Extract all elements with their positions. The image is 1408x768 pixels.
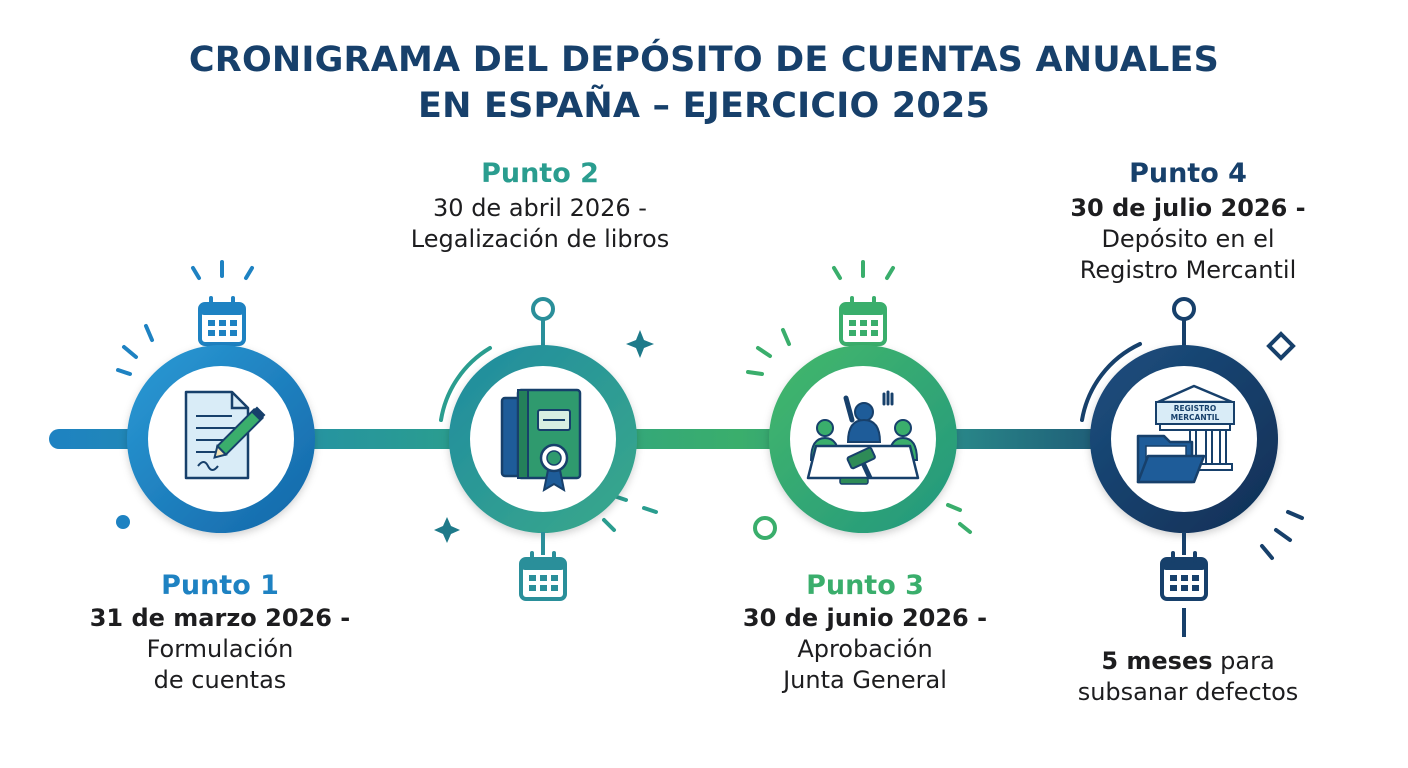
dot-decoration	[116, 515, 130, 529]
step-3-desc-line-1: Aprobación	[797, 635, 933, 663]
ring-decoration	[531, 297, 555, 321]
note-bold: 5 meses	[1101, 647, 1213, 675]
step-3-label-group: Punto 3 30 de junio 2026 - Aprobación Ju…	[695, 570, 1035, 696]
step-4-label-group: Punto 4 30 de julio 2026 - Depósito en e…	[1018, 158, 1358, 286]
step-1-desc-line-1: Formulación	[146, 635, 294, 663]
document-pen-icon	[184, 390, 266, 480]
star-decoration	[626, 330, 654, 358]
note-rest-1: para	[1212, 647, 1275, 675]
ring-decoration	[753, 516, 777, 540]
books-seal-icon	[500, 388, 582, 493]
note-rest-2: subsanar defectos	[1077, 678, 1299, 706]
page-title-line-1: CRONIGRAMA DEL DEPÓSITO DE CUENTAS ANUAL…	[188, 40, 1220, 80]
registry-sign-line-2: MERCANTIL	[1171, 413, 1220, 422]
step-4-desc-line-1: Depósito en el	[1101, 225, 1275, 253]
calendar-icon	[519, 549, 567, 601]
calendar-icon	[198, 294, 246, 346]
star-decoration	[434, 517, 460, 543]
step-4-node: REGISTRO MERCANTIL	[1080, 297, 1304, 637]
sparkle-lines	[746, 260, 972, 534]
page-title-line-2: EN ESPAÑA – EJERCICIO 2025	[417, 86, 991, 126]
step-1-title: Punto 1	[161, 570, 279, 601]
step-2-date: 30 de abril 2026 -	[433, 194, 647, 222]
registry-sign-line-1: REGISTRO	[1174, 404, 1217, 413]
step-3-node	[746, 260, 972, 540]
arc-decoration	[1080, 342, 1142, 422]
step-2-desc-line-1: Legalización de libros	[410, 225, 670, 253]
sparkle-lines	[116, 260, 254, 376]
step-4-desc-line-2: Registro Mercantil	[1079, 256, 1297, 284]
step-1-node	[116, 260, 315, 533]
step-1-desc-line-2: de cuentas	[153, 666, 287, 694]
step-4-date: 30 de julio 2026 -	[1070, 194, 1306, 222]
step-1-label-group: Punto 1 31 de marzo 2026 - Formulación d…	[60, 570, 380, 696]
step-2-label-group: Punto 2 30 de abril 2026 - Legalización …	[370, 158, 710, 255]
ring-decoration	[1172, 297, 1196, 321]
registry-folder-icon: REGISTRO MERCANTIL	[1136, 384, 1235, 484]
step-3-date: 30 de junio 2026 -	[742, 604, 988, 632]
step-2-node	[434, 297, 658, 601]
meeting-gavel-icon	[806, 390, 920, 485]
calendar-icon	[1160, 549, 1208, 601]
deadline-note: 5 meses para subsanar defectos	[1030, 646, 1346, 708]
step-3-desc-line-2: Junta General	[783, 666, 947, 694]
step-4-title: Punto 4	[1129, 158, 1247, 189]
calendar-icon	[839, 294, 887, 346]
sparkle-lines	[1260, 510, 1304, 560]
diamond-decoration	[1266, 331, 1296, 361]
step-3-title: Punto 3	[806, 570, 924, 601]
arc-decoration	[439, 346, 492, 422]
step-1-date: 31 de marzo 2026 -	[89, 604, 351, 632]
step-2-title: Punto 2	[481, 158, 599, 189]
